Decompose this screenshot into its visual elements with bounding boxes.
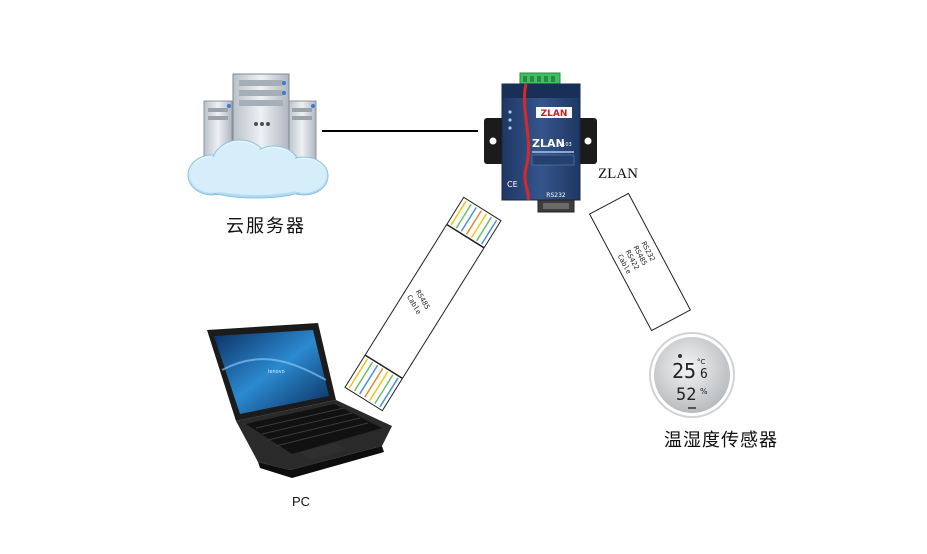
rs232-rs485-rs422-cable	[588, 192, 692, 332]
ce-mark: CE	[507, 180, 518, 189]
sensor-temperature-decimal: 6	[700, 367, 708, 382]
device-port-label: RS232	[546, 192, 566, 199]
laptop-icon: lenovo	[207, 323, 392, 478]
sensor-humidity-unit: %	[700, 387, 708, 396]
laptop-brand-mark: lenovo	[268, 369, 285, 375]
cloud-server-icon	[187, 73, 329, 199]
zlan-device: ZLAN ZLAN 5103 CE RS232	[484, 72, 597, 213]
device-label: ZLAN	[598, 166, 638, 182]
rs485-cable	[344, 196, 502, 412]
sensor-humidity: 52	[676, 385, 696, 405]
device-badge-logo: ZLAN	[541, 109, 568, 119]
temperature-humidity-sensor-icon: 25 °C 6 52 %	[649, 332, 735, 418]
pc-label: PC	[292, 494, 311, 509]
device-model: 5103	[559, 142, 572, 148]
sensor-temperature: 25	[672, 359, 696, 383]
sensor-temperature-unit: °C	[697, 358, 706, 366]
sensor-label: 温湿度传感器	[664, 430, 778, 451]
device-brand: ZLAN	[532, 137, 565, 150]
cloud-server-label: 云服务器	[226, 216, 306, 237]
